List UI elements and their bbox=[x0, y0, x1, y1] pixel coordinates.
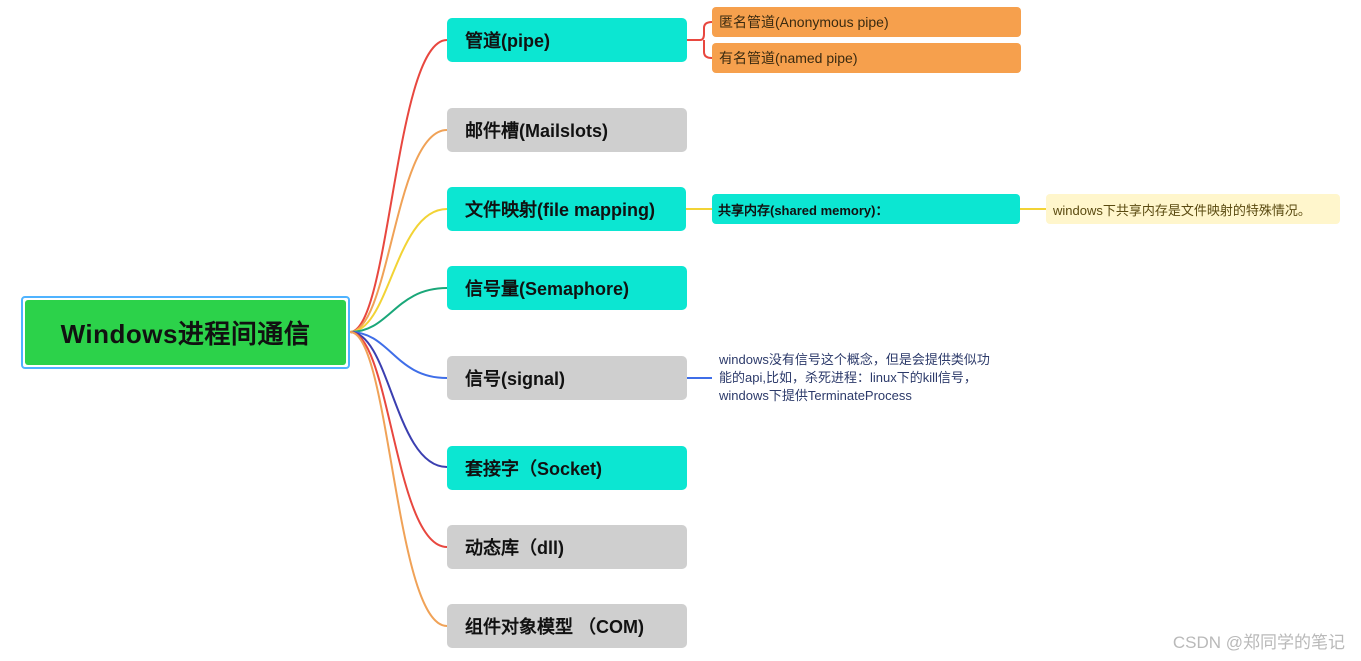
connector-root-dll bbox=[349, 331, 448, 548]
connector-pipe-anonymous bbox=[687, 21, 713, 41]
leaf-anonymous-pipe-label: 匿名管道(Anonymous pipe) bbox=[719, 14, 889, 30]
branch-semaphore[interactable]: 信号量(Semaphore) bbox=[447, 266, 687, 310]
branch-signal-label: 信号(signal) bbox=[465, 369, 566, 389]
root-label: Windows进程间通信 bbox=[25, 300, 346, 365]
leaf-anonymous-pipe[interactable]: 匿名管道(Anonymous pipe) bbox=[712, 7, 1021, 37]
branch-mailslots-label: 邮件槽(Mailslots) bbox=[465, 121, 609, 141]
branch-signal[interactable]: 信号(signal) bbox=[447, 356, 687, 400]
shared-memory-note-text: windows下共享内存是文件映射的特殊情况。 bbox=[1053, 202, 1311, 218]
signal-note[interactable]: windows没有信号这个概念，但是会提供类似功 能的api,比如，杀死进程：l… bbox=[719, 351, 1019, 405]
connector-root-com bbox=[349, 331, 448, 627]
connector-root-pipe bbox=[349, 39, 448, 333]
branch-socket[interactable]: 套接字（Socket) bbox=[447, 446, 687, 490]
branch-semaphore-label: 信号量(Semaphore) bbox=[465, 279, 630, 299]
branch-dll[interactable]: 动态库（dll) bbox=[447, 525, 687, 569]
connector-root-mailslots bbox=[349, 129, 448, 333]
branch-pipe[interactable]: 管道(pipe) bbox=[447, 18, 687, 62]
shared-memory-note[interactable]: windows下共享内存是文件映射的特殊情况。 bbox=[1046, 194, 1340, 224]
connector-root-signal bbox=[349, 331, 448, 379]
branch-dll-label: 动态库（dll) bbox=[465, 538, 564, 558]
leaf-named-pipe[interactable]: 有名管道(named pipe) bbox=[712, 43, 1021, 73]
connector-root-semaphore bbox=[349, 287, 448, 333]
branch-file-mapping[interactable]: 文件映射(file mapping) bbox=[447, 187, 686, 231]
signal-note-line-2: 能的api,比如，杀死进程：linux下的kill信号， bbox=[719, 370, 977, 385]
signal-note-line-1: windows没有信号这个概念，但是会提供类似功 bbox=[719, 352, 990, 367]
branch-file-mapping-label: 文件映射(file mapping) bbox=[465, 200, 655, 220]
branch-com-label: 组件对象模型 （COM) bbox=[465, 617, 644, 637]
branch-mailslots[interactable]: 邮件槽(Mailslots) bbox=[447, 108, 687, 152]
leaf-named-pipe-label: 有名管道(named pipe) bbox=[719, 50, 858, 66]
leaf-shared-memory-label: 共享内存(shared memory)： bbox=[718, 202, 889, 218]
branch-com[interactable]: 组件对象模型 （COM) bbox=[447, 604, 687, 648]
branch-pipe-label: 管道(pipe) bbox=[465, 31, 550, 51]
watermark: CSDN @郑同学的笔记 bbox=[1172, 633, 1345, 652]
leaf-shared-memory[interactable]: 共享内存(shared memory)： bbox=[712, 194, 1020, 224]
signal-note-line-3: windows下提供TerminateProcess bbox=[719, 388, 912, 403]
root-node[interactable]: Windows进程间通信 bbox=[21, 296, 350, 369]
connector-root-socket bbox=[349, 331, 448, 468]
connector-root-file-mapping bbox=[349, 208, 448, 333]
connector-pipe-named bbox=[703, 40, 713, 59]
branch-socket-label: 套接字（Socket) bbox=[465, 459, 603, 479]
